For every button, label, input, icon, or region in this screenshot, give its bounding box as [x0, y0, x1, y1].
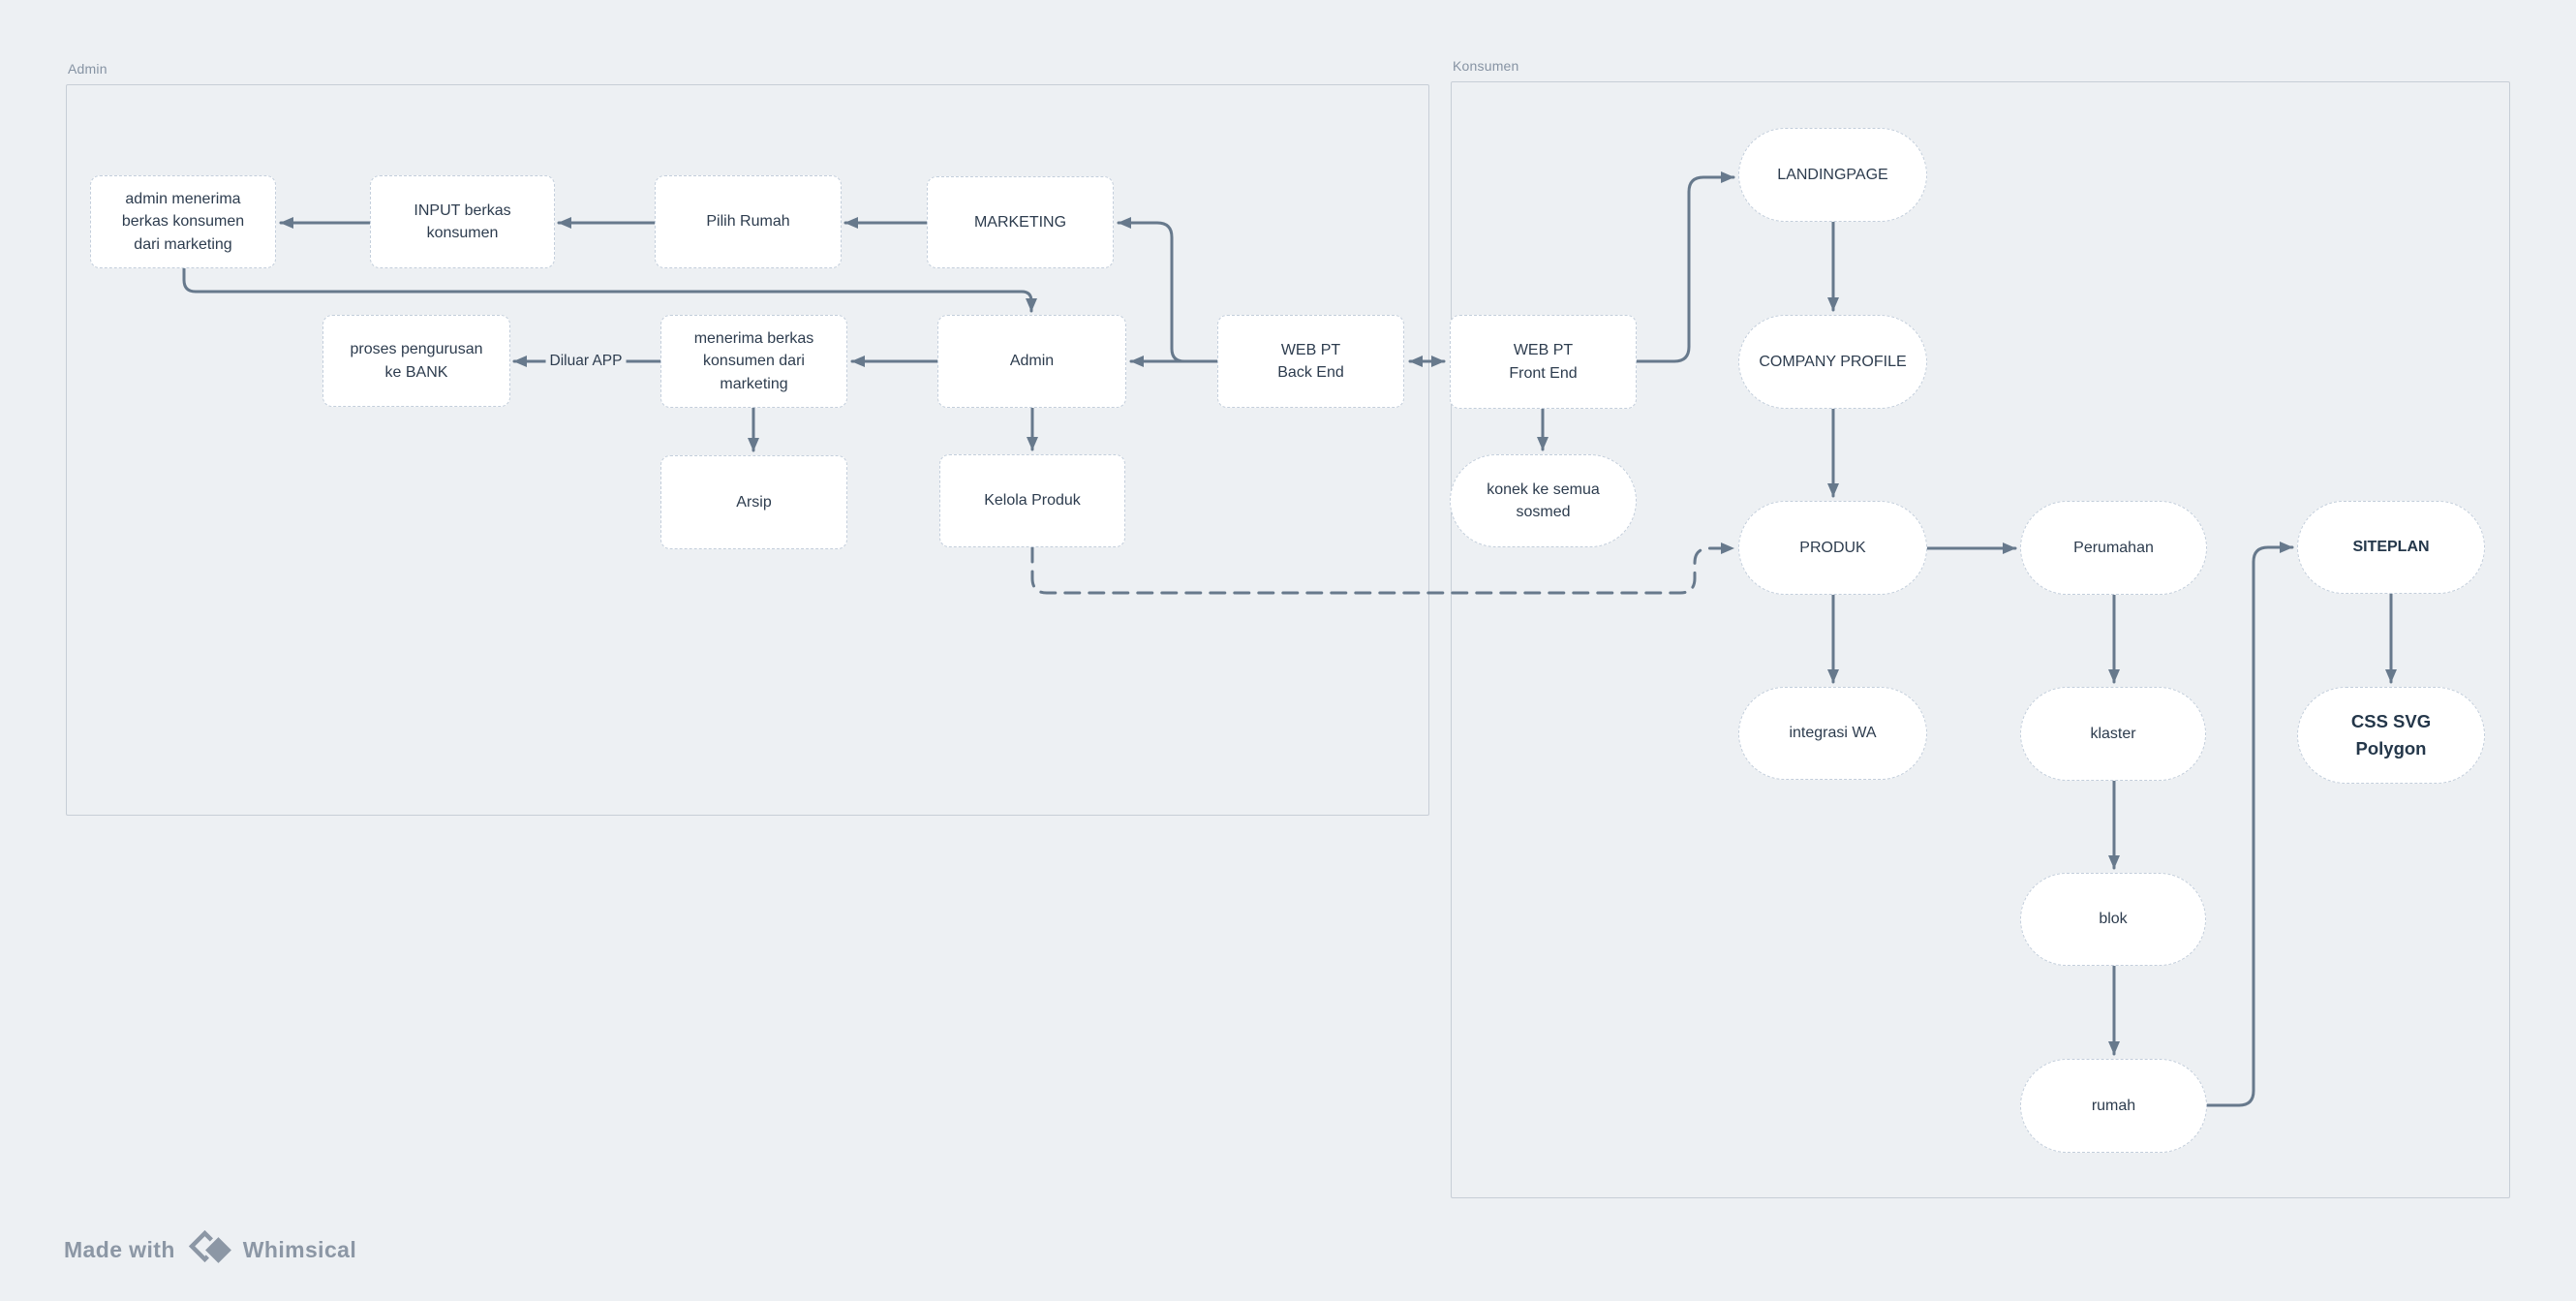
node-kelola-produk[interactable]: Kelola Produk	[939, 454, 1125, 547]
whimsical-text: Whimsical	[242, 1236, 357, 1262]
node-label-arsip: Arsip	[736, 493, 772, 511]
edge-label-menerima-to-proses-bank[interactable]: Diluar APP	[545, 353, 627, 370]
node-arsip[interactable]: Arsip	[660, 455, 847, 549]
node-produk[interactable]: PRODUK	[1738, 501, 1927, 595]
node-web-pt-back-end[interactable]: WEB PT Back End	[1217, 315, 1404, 408]
node-label-web-pt-back-end: WEB PT Back End	[1277, 341, 1344, 381]
node-label-admin-menerima-berkas: admin menerima berkas konsumen dari mark…	[121, 191, 245, 253]
made-with-text: Made with	[64, 1236, 175, 1262]
node-label-proses-ke-bank: proses pengurusan ke BANK	[350, 341, 483, 381]
node-label-blok: blok	[2099, 911, 2128, 928]
node-label-company-profile: COMPANY PROFILE	[1759, 353, 1907, 370]
node-admin-menerima-berkas[interactable]: admin menerima berkas konsumen dari mark…	[90, 175, 276, 268]
node-integrasi-wa[interactable]: integrasi WA	[1738, 687, 1927, 780]
node-label-admin: Admin	[1009, 353, 1055, 370]
group-admin[interactable]: Admin	[66, 61, 1429, 816]
node-proses-ke-bank[interactable]: proses pengurusan ke BANK	[322, 315, 510, 407]
node-company-profile[interactable]: COMPANY PROFILE	[1738, 315, 1927, 409]
group-label-konsumen: Konsumen	[1453, 58, 1519, 74]
node-klaster[interactable]: klaster	[2020, 687, 2206, 781]
node-label-landingpage: LANDINGPAGE	[1777, 166, 1888, 183]
node-label-web-pt-front-end: WEB PT Front End	[1509, 342, 1578, 382]
node-web-pt-front-end[interactable]: WEB PT Front End	[1450, 315, 1637, 409]
node-label-menerima-berkas: menerima berkas konsumen dari marketing	[693, 330, 814, 392]
node-label-produk: PRODUK	[1799, 539, 1866, 556]
node-label-pilih-rumah: Pilih Rumah	[706, 213, 790, 231]
node-label-perumahan: Perumahan	[2073, 539, 2154, 556]
node-siteplan[interactable]: SITEPLAN	[2297, 501, 2485, 594]
node-label-konek-sosmed: konek ke semua sosmed	[1487, 480, 1600, 520]
group-konsumen[interactable]: Konsumen	[1451, 58, 2510, 1198]
node-admin[interactable]: Admin	[937, 315, 1126, 408]
node-blok[interactable]: blok	[2020, 873, 2206, 966]
node-rumah[interactable]: rumah	[2020, 1059, 2207, 1153]
whimsical-logo-icon	[188, 1229, 235, 1268]
node-label-rumah: rumah	[2091, 1097, 2136, 1114]
edge-front-end-to-landingpage[interactable]	[1635, 171, 1735, 363]
node-perumahan[interactable]: Perumahan	[2020, 501, 2207, 595]
group-label-admin: Admin	[68, 61, 107, 77]
node-label-css-svg-polygon: CSS SVG Polygon	[2350, 711, 2432, 759]
edge-back-end-to-marketing[interactable]	[1117, 217, 1199, 363]
edge-rumah-to-siteplan[interactable]	[2205, 542, 2294, 1107]
node-css-svg-polygon[interactable]: CSS SVG Polygon	[2297, 687, 2485, 784]
made-with-whimsical-badge[interactable]: Made with Whimsical	[64, 1226, 356, 1273]
node-marketing[interactable]: MARKETING	[927, 176, 1114, 268]
node-pilih-rumah[interactable]: Pilih Rumah	[655, 175, 842, 268]
node-label-input-berkas: INPUT berkas konsumen	[414, 201, 511, 241]
edge-kelola-produk-to-produk[interactable]	[1030, 542, 1735, 595]
node-landingpage[interactable]: LANDINGPAGE	[1738, 128, 1927, 222]
node-input-berkas[interactable]: INPUT berkas konsumen	[370, 175, 555, 268]
node-label-marketing: MARKETING	[973, 213, 1067, 231]
node-menerima-berkas[interactable]: menerima berkas konsumen dari marketing	[660, 315, 847, 408]
node-label-integrasi-wa: integrasi WA	[1789, 725, 1877, 742]
edge-admin-menerima-to-admin[interactable]	[182, 266, 1037, 313]
node-label-kelola-produk: Kelola Produk	[984, 492, 1081, 510]
node-label-klaster: klaster	[2090, 725, 2136, 742]
node-label-siteplan: SITEPLAN	[2352, 539, 2430, 556]
node-konek-sosmed[interactable]: konek ke semua sosmed	[1450, 454, 1637, 547]
